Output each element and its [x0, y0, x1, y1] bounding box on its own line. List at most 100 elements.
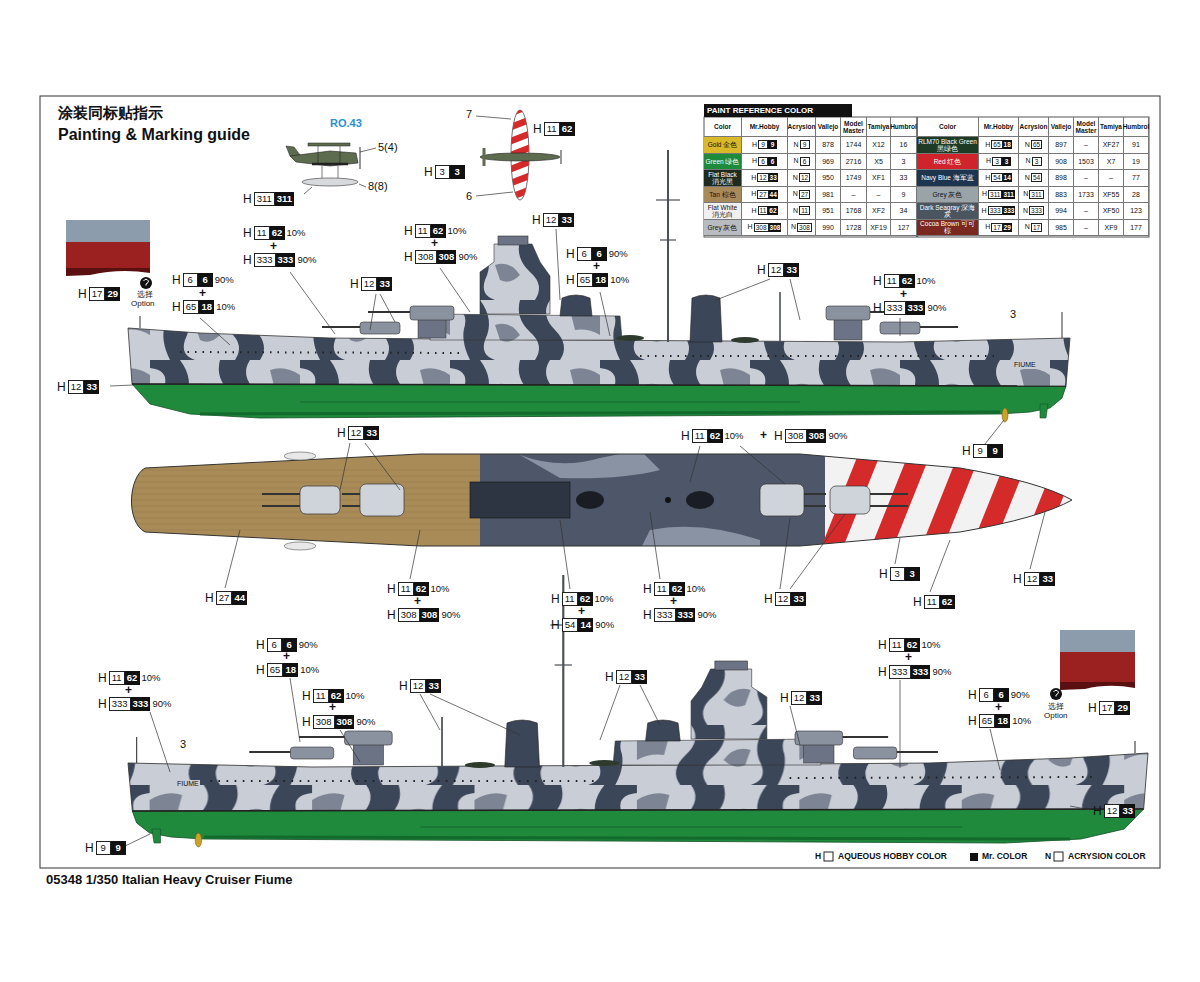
hobby-number: 54 — [562, 618, 579, 632]
paint-callout: H6690% — [566, 246, 628, 261]
mr-color-number: 308 — [335, 715, 355, 729]
paint-code: X5 — [874, 158, 883, 166]
mr-color-number: 33 — [377, 277, 392, 291]
paint-prefix: H — [757, 263, 766, 277]
plus-sign: + — [270, 240, 277, 252]
paint-prefix: N — [1025, 141, 1030, 149]
paint-prefix: H — [913, 595, 922, 609]
mr-color-number: 62 — [125, 671, 140, 685]
table-cell: N308 — [788, 220, 816, 237]
table-cell: H1233 — [742, 170, 788, 187]
hobby-number: 311 — [988, 190, 1002, 199]
mix-percent: 10% — [687, 583, 706, 594]
hobby-number: 27 — [216, 591, 233, 605]
mr-color-number: 33 — [807, 691, 822, 705]
paint-prefix: H — [873, 301, 882, 315]
acrysion-number: 11 — [799, 206, 810, 215]
callout-number: 3 — [180, 738, 186, 750]
paint-prefix: H — [752, 141, 757, 149]
table-cell: XF19 — [867, 220, 891, 237]
mr-color-number: 333 — [676, 608, 696, 622]
legend-text: RLM70 Black Green 黑绿色 — [917, 138, 978, 152]
table-cell: 16 — [891, 137, 917, 154]
paint-prefix: N — [793, 157, 798, 165]
column-title: Color — [714, 123, 731, 130]
mr-color-number: 333 — [911, 665, 931, 679]
paint-code: 985 — [1055, 224, 1067, 232]
hobby-number: 308 — [313, 715, 335, 729]
paint-code: 878 — [822, 141, 834, 149]
paint-callout: H33333390% — [243, 252, 316, 267]
plus-sign: + — [593, 260, 600, 272]
paint-prefix: N — [1025, 157, 1030, 165]
paint-code: 1744 — [846, 141, 862, 149]
table-cell: H311311 — [979, 187, 1019, 204]
table-cell: XF50 — [1099, 203, 1124, 220]
paint-prefix: H — [1013, 572, 1022, 586]
column-header: Tamiya — [1099, 117, 1124, 137]
paint-code: 19 — [1132, 158, 1140, 166]
paint-prefix: H — [985, 223, 990, 231]
mr-color-number: 333 — [131, 697, 151, 711]
paint-callout: H2744 — [205, 590, 247, 605]
mr-color-number: 9 — [988, 444, 1003, 458]
legend-key: H — [815, 851, 821, 861]
table-cell: 1728 — [841, 220, 867, 237]
hobby-number: 12 — [361, 277, 378, 291]
paint-callout: H1233 — [350, 276, 392, 291]
hobby-number: 9 — [973, 444, 988, 458]
plus-sign: + — [995, 701, 1002, 713]
table-cell: H1162 — [742, 203, 788, 220]
mix-percent: 90% — [458, 251, 477, 262]
mix-percent: 10% — [595, 593, 614, 604]
mr-color-number: 9 — [768, 140, 777, 149]
column-title: Vallejo — [1051, 123, 1072, 130]
paint-prefix: H — [98, 697, 107, 711]
paint-callout: H116210% — [681, 428, 744, 443]
mix-percent: 10% — [287, 227, 306, 238]
color-swatch: Grey 灰色 — [917, 187, 979, 204]
paint-code: 981 — [822, 191, 834, 199]
paint-prefix: H — [985, 141, 990, 149]
mix-percent: 90% — [927, 302, 946, 313]
table-cell: H6518 — [979, 137, 1019, 154]
acrysion-number: 12 — [799, 173, 810, 182]
mix-percent: 10% — [725, 430, 744, 441]
paint-code: XF9 — [1105, 224, 1118, 232]
mr-color-number: 18 — [593, 273, 608, 287]
table-cell: H2744 — [742, 187, 788, 204]
plus-sign: + — [125, 684, 132, 696]
column-header: Mr.Hobby — [742, 117, 788, 137]
paint-callout: H311311 — [243, 191, 294, 206]
hobby-number: 12 — [757, 173, 768, 182]
paint-code: 9 — [902, 191, 906, 199]
paint-callout: H651810% — [968, 713, 1031, 728]
table-cell: – — [1074, 170, 1099, 187]
paint-callout: H33333390% — [98, 696, 171, 711]
paint-callout: H33 — [879, 566, 920, 581]
color-swatch: Green 绿色 — [704, 154, 742, 171]
mix-percent: 10% — [300, 664, 319, 675]
table-header: PAINT REFERENCE COLOR — [704, 104, 852, 117]
table-cell: N54 — [1019, 170, 1049, 187]
paint-prefix: H — [879, 567, 888, 581]
paint-callout: H66 — [752, 157, 777, 166]
table-cell: 898 — [1049, 170, 1074, 187]
paint-callout: H116210% — [873, 273, 936, 288]
paint-code: XF2 — [872, 207, 885, 215]
paint-callout: H308308 — [748, 223, 782, 232]
legend-text: Navy Blue 海军蓝 — [920, 174, 974, 181]
paint-callout: H6690% — [172, 272, 234, 287]
paint-prefix: H — [566, 247, 575, 261]
mr-color-number: 62 — [670, 582, 685, 596]
table-cell: 897 — [1049, 137, 1074, 154]
table-cell: – — [1074, 203, 1099, 220]
table-cell: 878 — [816, 137, 841, 154]
paint-callout: H99 — [752, 140, 777, 149]
mix-percent: 10% — [610, 274, 629, 285]
hull-name: FIUME — [176, 780, 200, 788]
mr-color-number: 33 — [364, 426, 379, 440]
paint-prefix: H — [605, 670, 614, 684]
paint-prefix: H — [878, 638, 887, 652]
table-cell: 9 — [891, 187, 917, 204]
